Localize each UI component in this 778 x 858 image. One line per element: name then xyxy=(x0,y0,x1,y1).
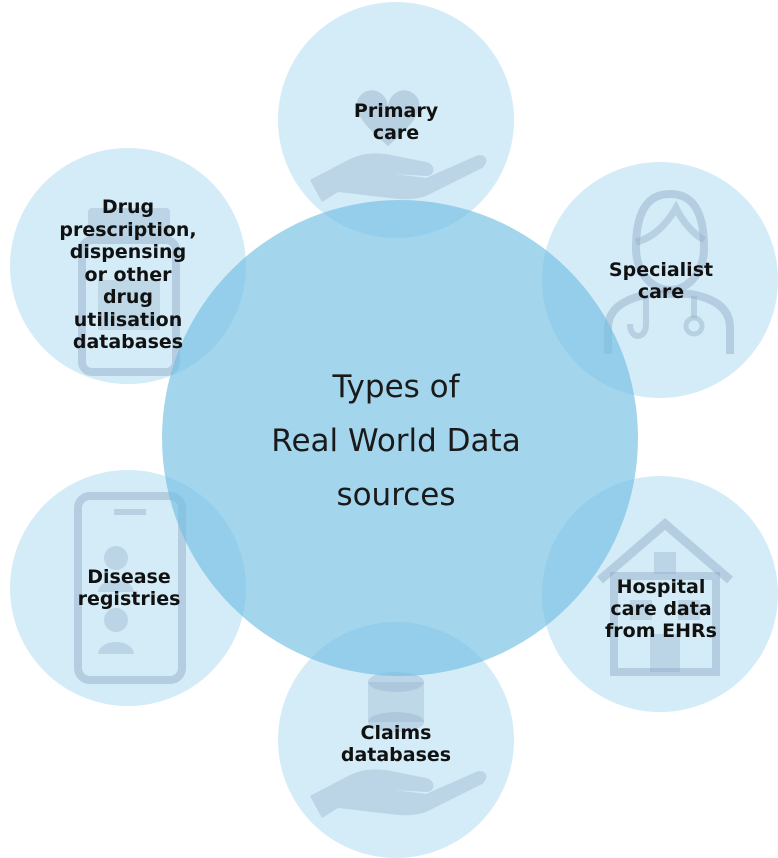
center-title-line: Types of xyxy=(332,369,460,405)
claims-label: Claims databases xyxy=(340,722,452,766)
hospital-building-icon xyxy=(580,510,750,680)
drug-databases-label: Drug prescription, dispensing or other d… xyxy=(59,196,197,353)
pill-bottle-icon xyxy=(74,200,184,380)
primary-care-label: Primary care xyxy=(353,100,439,144)
disease-registries-label: Disease registries xyxy=(77,566,181,610)
hospital-care-label: Hospital care data from EHRs xyxy=(605,576,717,642)
doctor-stethoscope-icon xyxy=(594,178,744,358)
coins-hand-icon xyxy=(308,660,488,820)
center-title-line: sources xyxy=(336,477,456,513)
center-circle xyxy=(162,200,638,676)
heart-hand-icon xyxy=(308,52,488,202)
center-title: Types of Real World Data sources xyxy=(196,360,596,522)
specialist-care-label: Specialist care xyxy=(608,259,714,303)
smartphone-profiles-icon xyxy=(70,488,190,688)
center-title-line: Real World Data xyxy=(271,423,521,459)
primary-care-circle xyxy=(278,2,514,238)
